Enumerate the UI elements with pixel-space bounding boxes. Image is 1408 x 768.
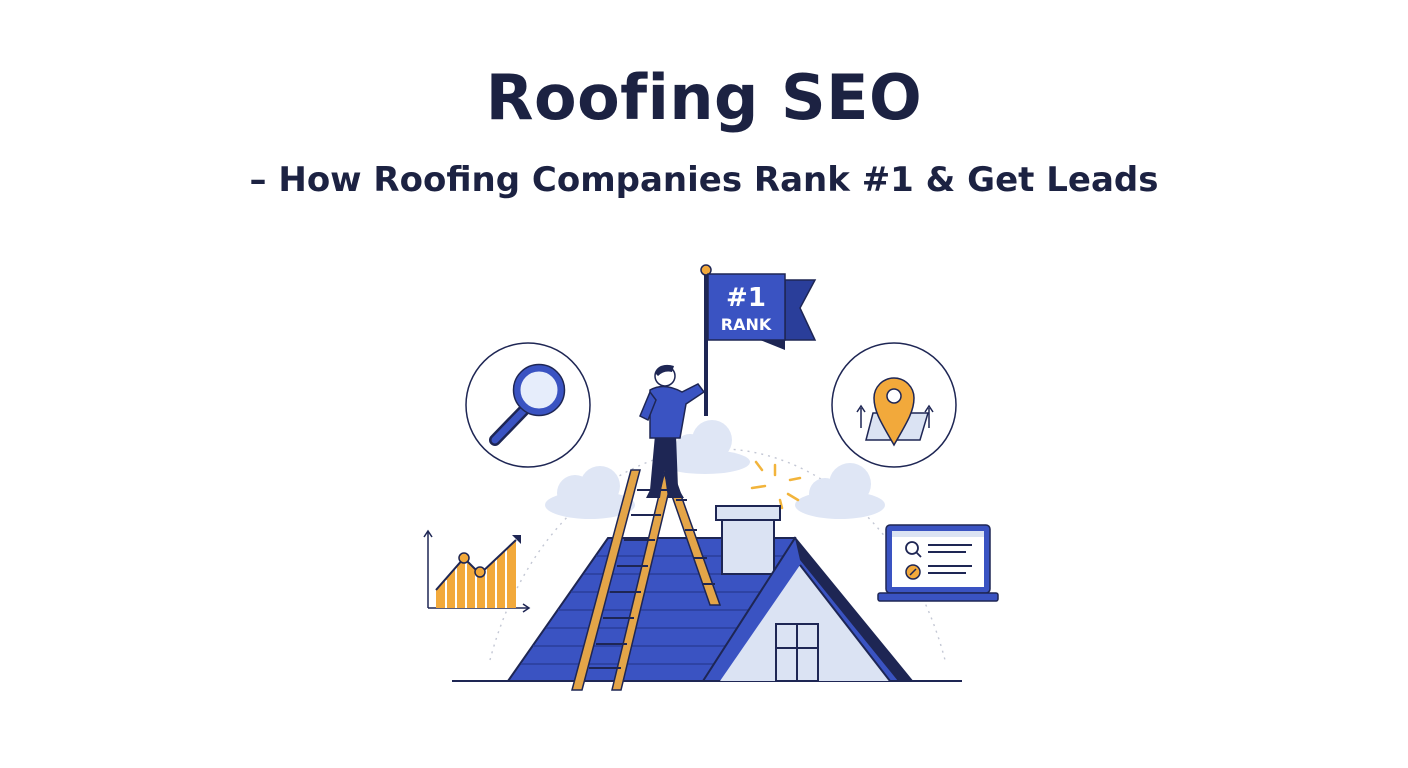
page-title: Roofing SEO bbox=[485, 61, 923, 134]
rank-flag: #1 RANK bbox=[707, 273, 817, 350]
laptop-seo-icon bbox=[877, 524, 999, 602]
flag-rank-label: RANK bbox=[721, 315, 772, 334]
cloud-right bbox=[795, 463, 885, 519]
magnifying-glass-icon bbox=[465, 342, 591, 468]
bar-chart-growth-icon bbox=[423, 529, 531, 613]
chimney bbox=[715, 505, 781, 575]
sparkle-icon bbox=[750, 460, 802, 510]
house-window bbox=[775, 623, 819, 682]
person-figure bbox=[639, 364, 706, 498]
cloud-left bbox=[545, 466, 635, 519]
page-subtitle: – How Roofing Companies Rank #1 & Get Le… bbox=[249, 160, 1159, 200]
cloud-middle bbox=[660, 420, 750, 474]
flag-pole-tip bbox=[700, 264, 712, 276]
flag-rank-number: #1 bbox=[726, 283, 766, 313]
map-pin-icon bbox=[831, 342, 957, 468]
